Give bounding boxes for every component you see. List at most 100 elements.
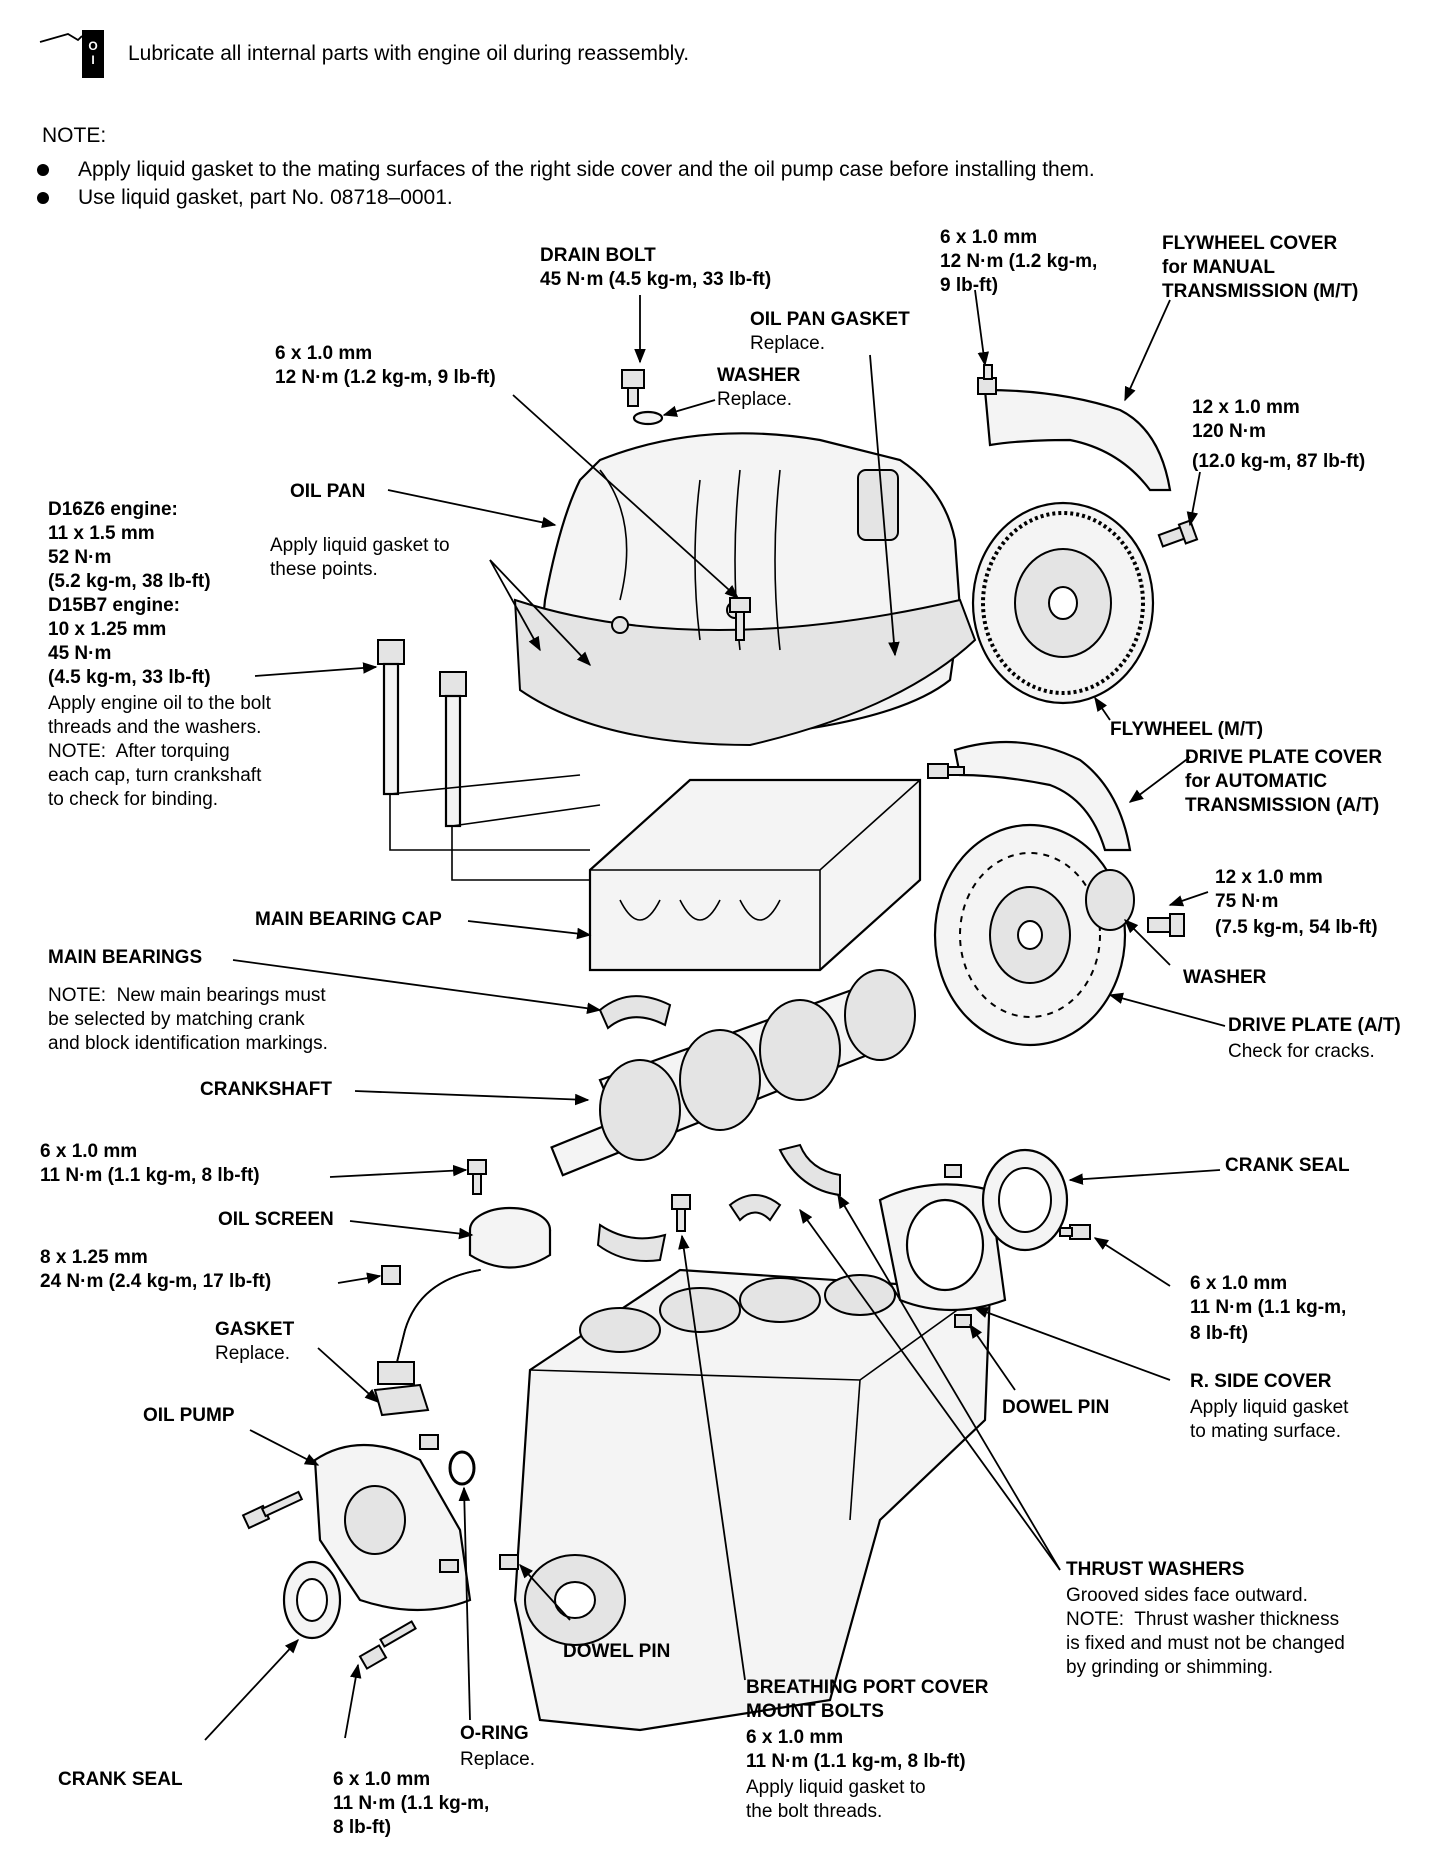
crank-seal-right-title: CRANK SEAL (1225, 1155, 1350, 1176)
drive-plate-cover-title: TRANSMISSION (A/T) (1185, 795, 1380, 816)
oil-pan-bolt-illustration (729, 597, 751, 641)
oil-note: Lubricate all internal parts with engine… (128, 42, 690, 65)
main-cap-bolt-spec: (5.2 kg-m, 38 lb-ft) (48, 571, 211, 592)
dowel-pin-illustration (419, 1434, 439, 1450)
oil-pump-illustration (313, 1444, 472, 1612)
main-cap-bolt-spec: 11 x 1.5 mm (48, 523, 155, 544)
side-cover-bolt-spec: 8 lb-ft) (1190, 1323, 1249, 1344)
breathing-port-spec: 11 N·m (1.1 kg-m, 8 lb-ft) (746, 1751, 966, 1772)
crankshaft-title: CRANKSHAFT (200, 1079, 332, 1100)
o-ring-note: Replace. (460, 1749, 535, 1770)
screen-nut-spec: 24 N·m (2.4 kg-m, 17 lb-ft) (40, 1271, 272, 1292)
flywheel-title: FLYWHEEL (M/T) (1110, 719, 1264, 740)
breathing-port-size: 6 x 1.0 mm (746, 1727, 844, 1748)
flywheel-bolt-spec: 120 N·m (1192, 421, 1266, 442)
pump-bolt-spec: 11 N·m (1.1 kg-m, (333, 1793, 490, 1814)
thrust-washer-illustration (778, 1143, 841, 1197)
main-cap-bolt-spec: D15B7 engine: (48, 595, 180, 616)
drive-plate-title: DRIVE PLATE (A/T) (1228, 1015, 1401, 1036)
flywheel-cover-title: for MANUAL (1162, 257, 1275, 278)
thrust-washer-illustration (728, 1194, 782, 1222)
main-cap-bolt-note: Apply engine oil to the bolt (48, 693, 271, 714)
drain-bolt-title: DRAIN BOLT (540, 245, 656, 266)
breathing-port-title: BREATHING PORT COVER (746, 1677, 989, 1698)
flywheel-cover-title: FLYWHEEL COVER (1162, 233, 1338, 254)
bullet-icon (37, 164, 49, 176)
side-cover-bolt-size: 6 x 1.0 mm (1190, 1273, 1288, 1294)
main-cap-bolt-note: to check for binding. (48, 789, 219, 810)
note-item: Apply liquid gasket to the mating surfac… (78, 158, 1095, 181)
drive-plate-note: Check for cracks. (1228, 1041, 1375, 1062)
crank-seal-right-illustration (981, 1148, 1069, 1252)
flywheel-cover-illustration (983, 388, 1172, 492)
main-bearings-title: MAIN BEARINGS (48, 947, 203, 968)
flywheel-cover-bolt-illustration (977, 364, 997, 395)
screen-nut-illustration (381, 1265, 401, 1285)
dowel-pin-right-title: DOWEL PIN (1002, 1397, 1110, 1418)
dowel-pin-illustration (499, 1554, 519, 1570)
drive-plate-bolt-spec: (7.5 kg-m, 54 lb-ft) (1215, 917, 1378, 938)
washer-top-note: Replace. (717, 389, 792, 410)
main-bearing-shell-illustration (598, 995, 672, 1030)
thrust-washers-note: NOTE: Thrust washer thickness (1066, 1609, 1340, 1630)
flywheel-cover-title: TRANSMISSION (M/T) (1162, 281, 1359, 302)
svg-text:O: O (88, 39, 97, 53)
washer-dp-title: WASHER (1183, 967, 1267, 988)
oil-pump-title: OIL PUMP (143, 1405, 235, 1426)
main-bearings-note: NOTE: New main bearings must (48, 985, 326, 1006)
washer-top-title: WASHER (717, 365, 801, 386)
r-side-cover-note: to mating surface. (1190, 1421, 1342, 1442)
note-title: NOTE: (42, 124, 107, 147)
breathing-port-note: the bolt threads. (746, 1801, 883, 1822)
drive-plate-cover-title: DRIVE PLATE COVER (1185, 747, 1383, 768)
gasket-note: Replace. (215, 1343, 290, 1364)
dowel-pin-left-title: DOWEL PIN (563, 1641, 671, 1662)
side-cover-bolt-illustration (1059, 1224, 1091, 1240)
note-item: Use liquid gasket, part No. 08718–0001. (78, 186, 453, 209)
bullet-icon (37, 192, 49, 204)
side-cover-bolt-spec: 11 N·m (1.1 kg-m, (1190, 1297, 1347, 1318)
r-side-cover-title: R. SIDE COVER (1190, 1371, 1332, 1392)
oil-pan-gasket-note: Replace. (750, 333, 825, 354)
screen-bolt-illustration (467, 1159, 487, 1195)
main-cap-bolt-spec: 52 N·m (48, 547, 112, 568)
drive-plate-cover-title: for AUTOMATIC (1185, 771, 1328, 792)
thrust-washers-note: by grinding or shimming. (1066, 1657, 1273, 1678)
crank-seal-left-illustration (282, 1560, 342, 1640)
pump-bolt-lower-illustration (358, 1620, 417, 1670)
main-cap-bolt-spec: D16Z6 engine: (48, 499, 178, 520)
oil-pan-bolt-spec: 12 N·m (1.2 kg-m, 9 lb-ft) (275, 367, 496, 388)
thrust-washers-note: is fixed and must not be changed (1066, 1633, 1345, 1654)
screen-nut-size: 8 x 1.25 mm (40, 1247, 148, 1268)
thrust-washers-title: THRUST WASHERS (1066, 1559, 1245, 1580)
screen-bolt-size: 6 x 1.0 mm (40, 1141, 138, 1162)
drive-plate-bolt-illustration (1147, 913, 1185, 937)
main-cap-bolt-note: threads and the washers. (48, 717, 262, 738)
r-side-cover-illustration (878, 1183, 1007, 1312)
main-cap-bolt-spec: 45 N·m (48, 643, 112, 664)
main-cap-bolt-note: NOTE: After torquing (48, 741, 230, 762)
drive-plate-cover-bolt-illustration (927, 763, 965, 779)
main-bearing-cap-title: MAIN BEARING CAP (255, 909, 442, 930)
leader-lines (204, 289, 1226, 1741)
crankshaft-illustration (550, 969, 916, 1177)
thrust-washers-note: Grooved sides face outward. (1066, 1585, 1308, 1606)
svg-text:I: I (91, 53, 94, 67)
o-ring-title: O-RING (460, 1723, 529, 1744)
cover-bolt-illustration (944, 1164, 962, 1178)
oil-screen-title: OIL SCREEN (218, 1209, 334, 1230)
engine-block-illustration (513, 1268, 992, 1732)
breathing-port-title: MOUNT BOLTS (746, 1701, 884, 1722)
oil-can-icon: O I (39, 30, 104, 78)
drive-plate-washer-illustration (1085, 869, 1135, 931)
flywheel-cover-bolt-size: 6 x 1.0 mm (940, 227, 1038, 248)
oil-pan-bolt-size: 6 x 1.0 mm (275, 343, 373, 364)
pump-bolt-spec: 8 lb-ft) (333, 1817, 392, 1838)
main-cap-bolts-illustration (377, 639, 620, 881)
flywheel-bolt-size: 12 x 1.0 mm (1192, 397, 1300, 418)
o-ring-illustration (448, 1450, 476, 1486)
drain-bolt-illustration (621, 369, 664, 426)
flywheel-cover-bolt-spec: 9 lb-ft) (940, 275, 999, 296)
drive-plate-cover-illustration (953, 740, 1132, 852)
